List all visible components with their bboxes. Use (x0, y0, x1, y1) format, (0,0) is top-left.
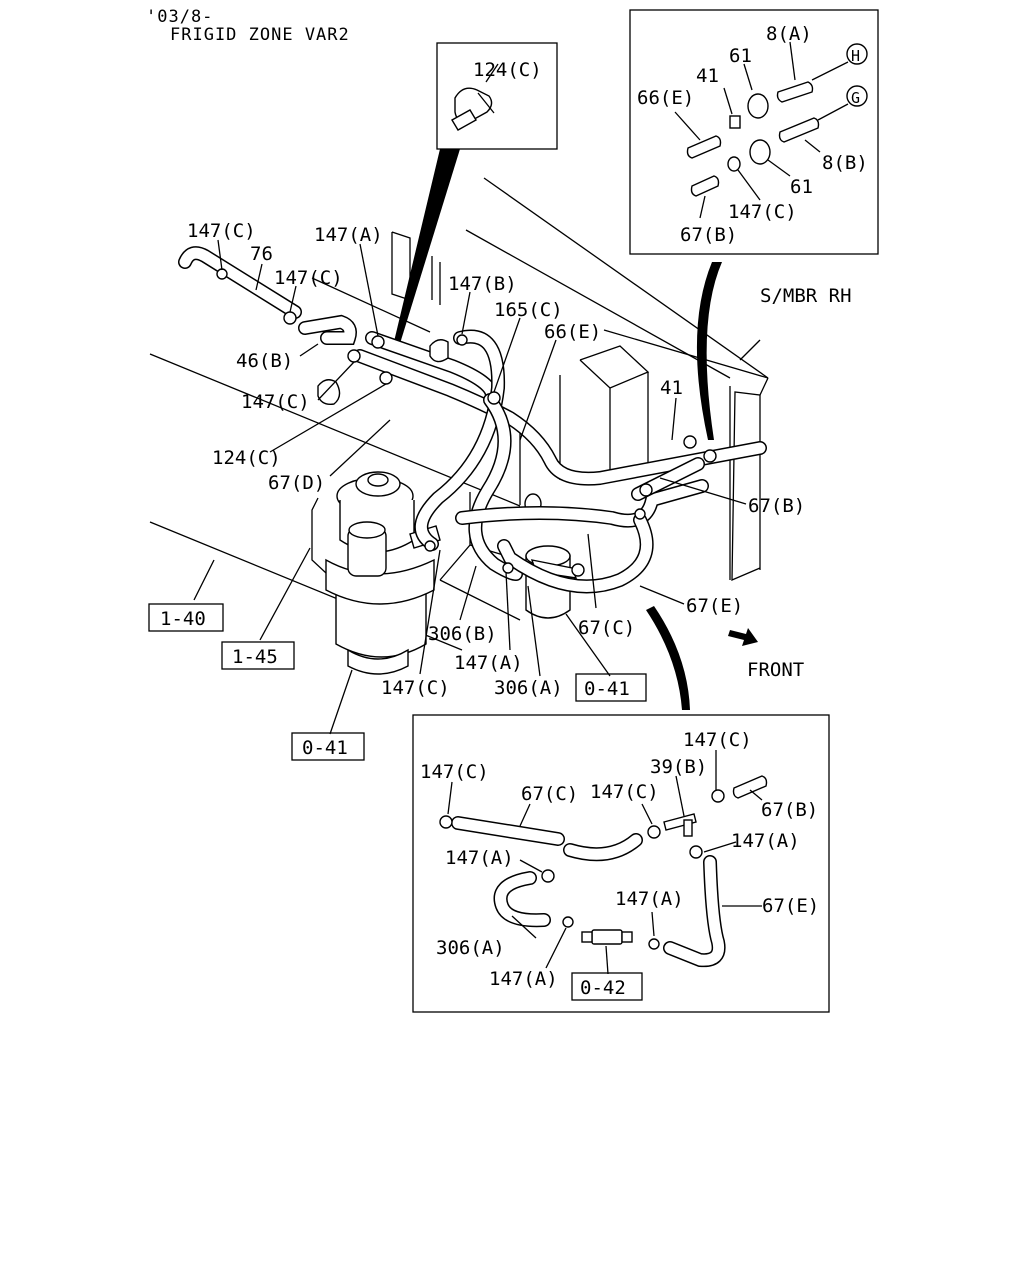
label-67d: 67(D) (268, 472, 325, 494)
label-67b-s: 67(B) (761, 799, 818, 821)
label-147c-s2: 147(C) (420, 761, 489, 783)
label-39b: 39(B) (650, 756, 707, 778)
label-306b: 306(B) (428, 623, 497, 645)
label-124c-inset: 124(C) (473, 59, 542, 81)
label-147c-1: 147(C) (187, 220, 256, 242)
label-147c-s1: 147(C) (683, 729, 752, 751)
label-67e-s: 67(E) (762, 895, 819, 917)
label-147a-s1: 147(A) (731, 830, 800, 852)
label-front: FRONT (747, 659, 804, 681)
label-66e-inset: 66(E) (637, 87, 694, 109)
label-61-bottom: 61 (790, 176, 813, 198)
label-165c: 165(C) (494, 299, 563, 321)
inset-top-right: H G 8(A) 61 41 66(E) 8(B) 61 147(C) 67(B… (629, 9, 879, 440)
inset-bottom: 147(C) 39(B) 147(C) 67(C) 147(C) 67(B) 1… (412, 714, 830, 1013)
label-147b: 147(B) (448, 273, 517, 295)
label-76: 76 (250, 243, 273, 265)
label-67b: 67(B) (748, 495, 805, 517)
label-147c-4: 147(C) (381, 677, 450, 699)
label-46b: 46(B) (236, 350, 293, 372)
label-67e: 67(E) (686, 595, 743, 617)
label-circle-h: H (851, 47, 860, 65)
label-circle-g: G (851, 89, 860, 107)
label-124c: 124(C) (212, 447, 281, 469)
ref-1-40: 1-40 (160, 608, 206, 630)
label-67c-s: 67(C) (521, 783, 578, 805)
ref-1-45: 1-45 (232, 646, 278, 668)
label-147c-s3: 147(C) (590, 781, 659, 803)
label-147a-1: 147(A) (314, 224, 383, 246)
ref-0-41-left: 0-41 (302, 737, 348, 759)
label-147a-s4: 147(A) (489, 968, 558, 990)
label-147a-s2: 147(A) (445, 847, 514, 869)
label-s-mbr-rh: S/MBR RH (760, 285, 852, 307)
main-assembly: 147(C) 76 147(C) 147(A) 147(B) 165(C) 66… (148, 177, 852, 761)
label-306a: 306(A) (494, 677, 563, 699)
ref-0-42: 0-42 (580, 977, 626, 999)
header-date-code: '03/8- (146, 7, 213, 27)
label-8a: 8(A) (766, 23, 812, 45)
ref-0-41-center: 0-41 (584, 678, 630, 700)
label-67b-inset: 67(B) (680, 224, 737, 246)
label-67c: 67(C) (578, 617, 635, 639)
label-41-inset: 41 (696, 65, 719, 87)
label-41: 41 (660, 377, 683, 399)
label-8b: 8(B) (822, 152, 868, 174)
label-61-top: 61 (729, 45, 752, 67)
label-306a-s: 306(A) (436, 937, 505, 959)
front-arrow-icon (728, 628, 758, 646)
label-147c-3: 147(C) (241, 391, 310, 413)
header-variant-title: FRIGID ZONE VAR2 (170, 25, 350, 45)
label-147a-2: 147(A) (454, 652, 523, 674)
label-147a-s3: 147(A) (615, 888, 684, 910)
label-147c-inset: 147(C) (728, 201, 797, 223)
label-66e: 66(E) (544, 321, 601, 343)
label-147c-2: 147(C) (274, 267, 343, 289)
